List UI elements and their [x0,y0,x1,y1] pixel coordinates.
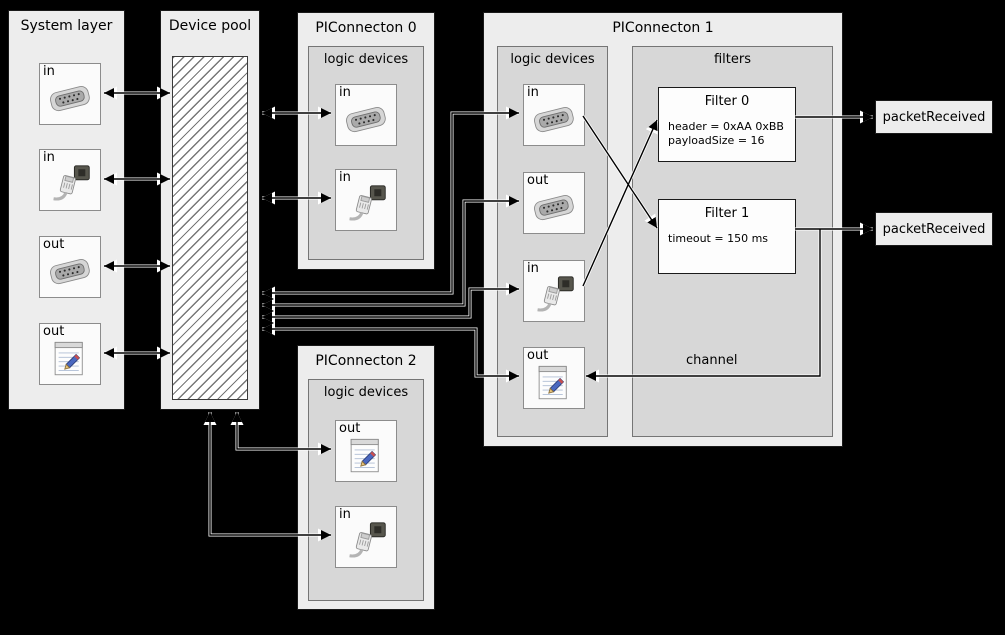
device-label: in [527,85,539,100]
piconnecton-2-logic-devices-group: logic devices out in [308,379,424,601]
filter-1-box: Filter 1 timeout = 150 ms [658,199,796,274]
serial-port-icon [47,251,93,293]
piconnecton-1-panel: PIConnecton 1 logic devices in out in ou… [483,12,843,447]
filter-1-title: Filter 1 [704,206,750,221]
packet-received-label: packetReceived [882,109,986,125]
logic-devices-title: logic devices [510,52,595,67]
filter-param: timeout = 150 ms [668,232,769,245]
channel-label: channel [686,353,738,368]
packet-received-box-1: packetReceived [875,212,993,246]
ethernet-icon [343,521,389,563]
serial-port-icon [531,187,577,229]
piconnecton-0-logic-devices-group: logic devices in in [308,46,424,260]
device-label: in [339,507,351,522]
device-label: out [43,324,65,339]
device-label: in [339,170,351,185]
notepad-icon [47,338,93,380]
filter-param: header = 0xAA 0xBB [668,120,784,133]
system-layer-title: System layer [20,18,113,34]
serial-port-icon [343,99,389,141]
piconnecton-1-logic-devices-group: logic devices in out in out [497,46,608,437]
p1-device-out-notepad: out [523,347,585,409]
system-device-out-notepad: out [39,323,101,385]
device-pool-panel: Device pool [160,10,260,410]
p0-device-in-ethernet: in [335,169,397,231]
device-label: in [339,85,351,100]
packet-received-label: packetReceived [882,221,986,237]
piconnecton-0-panel: PIConnecton 0 logic devices in in [297,12,435,270]
device-label: in [43,150,55,165]
ethernet-icon [531,275,577,317]
ethernet-icon [47,164,93,206]
p1-device-out-serial: out [523,172,585,234]
filter-param: payloadSize = 16 [668,134,765,147]
system-device-in-ethernet: in [39,149,101,211]
p1-device-in-serial: in [523,84,585,146]
device-label: out [527,348,549,363]
system-device-out-serial: out [39,236,101,298]
system-device-in-serial: in [39,63,101,125]
device-pool-title: Device pool [168,18,252,34]
device-label: in [43,64,55,79]
device-label: in [527,261,539,276]
piconnecton-2-title: PIConnecton 2 [315,353,417,369]
notepad-icon [343,435,389,477]
packet-received-box-0: packetReceived [875,100,993,134]
system-layer-panel: System layer in in out out [8,10,125,410]
device-label: out [527,173,549,188]
piconnecton-0-title: PIConnecton 0 [315,20,417,36]
p0-device-in-serial: in [335,84,397,146]
device-pool-hatch [172,56,248,400]
piconnecton-1-title: PIConnecton 1 [612,20,714,36]
logic-devices-title: logic devices [323,385,409,400]
p2-device-out-notepad: out [335,420,397,482]
p1-device-in-ethernet: in [523,260,585,322]
device-label: out [339,421,361,436]
serial-port-icon [47,78,93,120]
piconnecton-2-panel: PIConnecton 2 logic devices out in [297,345,435,610]
device-label: out [43,237,65,252]
serial-port-icon [531,99,577,141]
piconnecton-1-filters-group: filters Filter 0 header = 0xAA 0xBB payl… [632,46,833,437]
filter-0-title: Filter 0 [704,94,750,109]
filter-0-box: Filter 0 header = 0xAA 0xBB payloadSize … [658,87,796,162]
logic-devices-title: logic devices [323,52,409,67]
p2-device-in-ethernet: in [335,506,397,568]
notepad-icon [531,362,577,404]
filters-title: filters [713,52,751,67]
ethernet-icon [343,184,389,226]
